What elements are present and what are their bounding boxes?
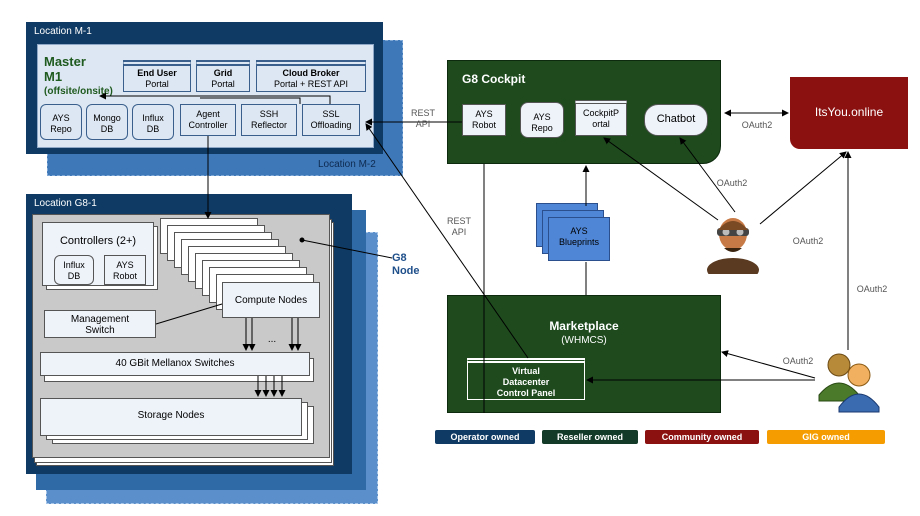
g8-node-label: G8 Node [392,252,420,277]
ays-repo-master: AYS Repo [40,104,82,140]
ays-robot-cockpit: AYS Robot [462,104,506,136]
influx-db-master: Influx DB [132,104,174,140]
management-switch: Management Switch [44,310,156,338]
ays-robot-g8: AYS Robot [104,255,146,285]
legend-operator: Operator owned [435,430,535,444]
controllers-label: Controllers (2+) [59,235,137,247]
master-title: Master M1 (offsite/onsite) [44,54,113,97]
marketplace-subtitle: (WHMCS) [561,335,607,346]
legend-reseller: Reseller owned [542,430,638,444]
ays-blueprints: AYS Blueprints [548,217,610,261]
g8-cockpit-title: G8 Cockpit [462,72,526,86]
chatbot: Chatbot [644,104,708,136]
legend-community: Community owned [645,430,759,444]
mellanox-label: 40 GBit Mellanox Switches [115,358,235,369]
cloud-broker-portal: Cloud Broker Portal + REST API [256,60,366,92]
ays-repo-cockpit: AYS Repo [520,102,564,138]
storage-nodes [40,398,302,436]
pilot-avatar-icon [704,212,762,274]
compute-nodes-box [222,282,320,318]
vdc-control-panel: Virtual Datacenter Control Panel [467,358,585,400]
end-user-portal: End User Portal [123,60,191,92]
location-m2-label: Location M-2 [318,159,376,170]
oauth-label-pilot: OAuth2 [716,178,748,188]
users-group-icon [815,349,885,413]
influx-db-g8: Influx DB [54,255,94,285]
dots-label: ... [267,334,277,345]
compute-nodes-label: Compute Nodes [234,295,308,306]
location-m1-label: Location M-1 [34,26,92,37]
cockpit-portal: CockpitP ortal [575,100,627,136]
location-g8-1-label: Location G8-1 [34,198,97,209]
ssh-reflector: SSH Reflector [241,104,297,136]
mongo-db-master: Mongo DB [86,104,128,140]
marketplace-title: Marketplace [549,319,619,333]
ssl-offloading: SSL Offloading [302,104,360,136]
mellanox-switches [40,352,310,376]
legend-gig: GIG owned [767,430,885,444]
grid-portal: Grid Portal [196,60,250,92]
oauth-label-users-market: OAuth2 [782,356,814,366]
oauth-label-users-itsyou: OAuth2 [856,284,888,294]
oauth-label-pilot-itsyou: OAuth2 [792,236,824,246]
itsyou-online-panel [790,77,908,149]
itsyou-online-label: ItsYou.online [814,105,884,119]
oauth-label-cockpit: OAuth2 [741,120,773,130]
storage-nodes-label: Storage Nodes [137,410,205,421]
agent-controller: Agent Controller [180,104,236,136]
